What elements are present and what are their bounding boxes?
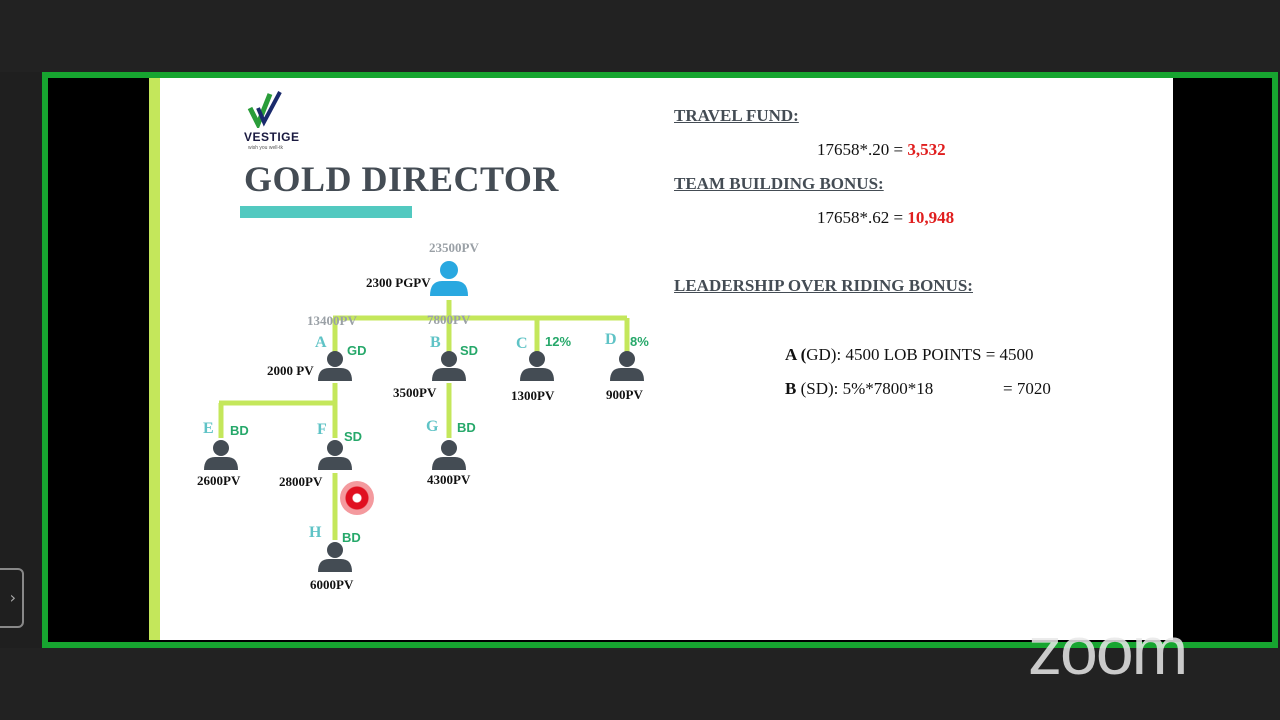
person-icon-h	[318, 542, 352, 572]
lob-line-b-letter: B	[785, 379, 797, 398]
node-e-rank: BD	[230, 423, 249, 438]
team-building-heading: TEAM BUILDING BONUS:	[674, 174, 884, 193]
travel-fund-calc: 17658*.20 = 3,532	[817, 140, 946, 160]
node-b-rank: SD	[460, 343, 479, 358]
node-c-rank: 12%	[545, 334, 572, 349]
node-h-rank: BD	[342, 530, 361, 545]
node-b-letter: B	[430, 334, 441, 351]
lob-heading: LEADERSHIP OVER RIDING BONUS:	[674, 276, 973, 295]
node-e-pv: 2600PV	[197, 473, 241, 488]
person-icon-c	[520, 351, 554, 381]
person-icon-d	[610, 351, 644, 381]
vestige-logo: VESTIGE wish you well-tk	[244, 90, 304, 151]
lob-line-a-letter: A (	[785, 345, 807, 364]
lob-line-b-text: (SD): 5%*7800*18	[796, 379, 934, 398]
title-underline-bar	[240, 206, 412, 218]
video-top-bar	[0, 0, 1280, 72]
root-group-pv: 23500PV	[429, 240, 479, 255]
node-h-letter: H	[309, 524, 322, 541]
node-d-pv: 900PV	[606, 387, 643, 402]
chevron-right-icon[interactable]: ›	[0, 568, 24, 628]
node-c-pv: 1300PV	[511, 388, 555, 403]
node-g-rank: BD	[457, 420, 476, 435]
tree-connectors	[218, 300, 630, 540]
travel-fund-formula: 17658*.20 =	[817, 140, 904, 159]
video-bottom-bar	[0, 648, 1280, 720]
lob-line-b: B (SD): 5%*7800*18	[785, 379, 933, 399]
node-a-rank: GD	[347, 343, 367, 358]
node-b-pv: 3500PV	[393, 385, 437, 400]
person-icon-f	[318, 440, 352, 470]
node-f-rank: SD	[344, 429, 363, 444]
travel-fund-result: 3,532	[907, 140, 946, 159]
node-a-group-pv: 13400PV	[307, 313, 357, 328]
node-e-letter: E	[203, 420, 214, 437]
node-d-rank: 8%	[630, 334, 649, 349]
travel-fund-heading: TRAVEL FUND:	[674, 106, 799, 125]
team-building-formula: 17658*.62 =	[817, 208, 904, 227]
node-a-pv: 2000 PV	[267, 363, 314, 378]
slide-accent-stripe	[149, 78, 160, 640]
node-f-letter: F	[317, 421, 327, 438]
shared-slide: VESTIGE wish you well-tk GOLD DIRECTOR	[149, 78, 1173, 640]
logo-wordmark: VESTIGE	[244, 130, 300, 144]
laser-pointer	[340, 481, 374, 515]
node-g-pv: 4300PV	[427, 472, 471, 487]
downline-tree	[204, 261, 644, 572]
person-icon-e	[204, 440, 238, 470]
node-d-letter: D	[605, 331, 617, 348]
lob-line-b-result: = 7020	[1003, 379, 1051, 398]
zoom-watermark: zoom	[1028, 613, 1188, 689]
node-b-group-pv: 7800PV	[427, 312, 471, 327]
node-f-pv: 2800PV	[279, 474, 323, 489]
lob-line-a: A (GD): 4500 LOB POINTS = 4500	[785, 345, 1034, 365]
node-g-letter: G	[426, 418, 439, 435]
node-a-letter: A	[315, 334, 327, 351]
root-pgpv: 2300 PGPV	[366, 275, 431, 290]
node-c-letter: C	[516, 335, 528, 352]
node-h-pv: 6000PV	[310, 577, 354, 592]
person-icon-g	[432, 440, 466, 470]
person-icon-root	[430, 261, 468, 296]
slide-title: GOLD DIRECTOR	[244, 159, 559, 199]
team-building-calc: 17658*.62 = 10,948	[817, 208, 954, 228]
lob-line-a-text: GD): 4500 LOB POINTS = 4500	[806, 345, 1034, 364]
team-building-result: 10,948	[907, 208, 955, 227]
logo-tagline: wish you well-tk	[248, 145, 284, 151]
logo-check-icon	[247, 91, 282, 131]
